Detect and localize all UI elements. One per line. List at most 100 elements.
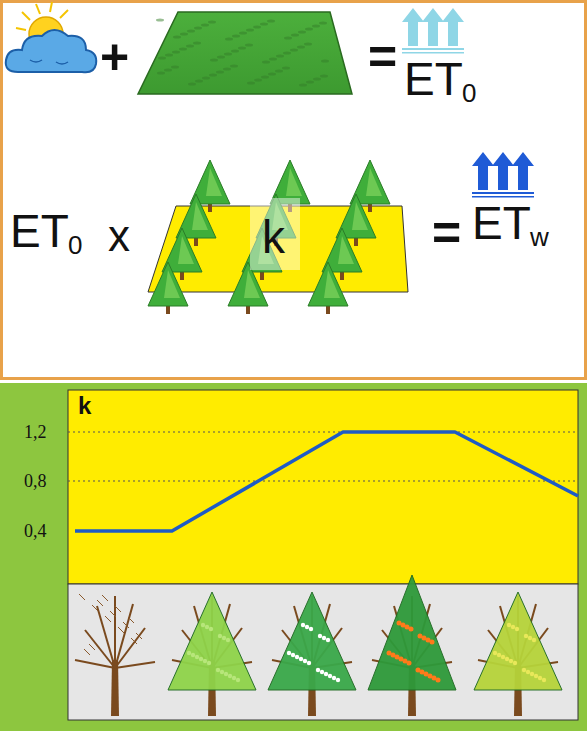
foliage-dot — [299, 657, 303, 661]
foliage-dot — [232, 676, 236, 680]
subscript: 0 — [68, 232, 82, 258]
foliage-dot — [501, 655, 505, 659]
orchard-tree — [308, 262, 348, 314]
grass-tuft — [172, 51, 180, 54]
et-symbol: ET — [404, 56, 463, 102]
foliage-dot — [199, 657, 203, 661]
foliage-dot — [320, 670, 324, 674]
grass-texture — [156, 19, 329, 87]
axis-label: k — [78, 394, 91, 418]
grass-tuft — [290, 49, 298, 52]
grass-tuft — [179, 48, 187, 51]
grass-tuft — [232, 35, 240, 38]
foliage-dot — [497, 653, 501, 657]
grass-field — [138, 12, 352, 94]
grass-tuft — [187, 30, 195, 33]
grass-tuft — [306, 81, 314, 84]
foliage-dot — [526, 670, 530, 674]
foliage-dot — [418, 634, 423, 639]
grass-tuft — [158, 57, 166, 60]
orchard-tree — [148, 262, 188, 314]
grass-tuft — [247, 82, 255, 85]
grass-tuft — [253, 26, 261, 29]
subscript: 0 — [462, 80, 476, 106]
foliage-dot — [295, 655, 299, 659]
grass-tuft — [304, 43, 312, 46]
tree-stage — [474, 592, 562, 716]
grass-tuft — [246, 29, 254, 32]
grass-tuft — [208, 21, 216, 24]
et-symbol: ET — [472, 200, 531, 246]
foliage-dot — [332, 676, 336, 680]
foliage-dot — [318, 634, 322, 638]
foliage-dot — [218, 634, 222, 638]
grass-tuft — [298, 31, 306, 34]
foliage-dot — [515, 627, 519, 631]
grass-tuft — [209, 74, 217, 77]
grass-tuft — [186, 45, 194, 48]
grass-tuft — [239, 32, 247, 35]
foliage-dot — [322, 636, 326, 640]
grass-tuft — [201, 24, 209, 27]
k-curve — [75, 432, 578, 531]
foliage-dot — [532, 638, 536, 642]
foliage-dot — [236, 678, 240, 682]
foliage-dot — [530, 672, 534, 676]
foliage-dot — [207, 661, 211, 665]
grass-tuft — [224, 53, 232, 56]
grass-tuft — [194, 27, 202, 30]
foliage-dot — [542, 678, 546, 682]
foliage-dot — [538, 676, 542, 680]
grass-tuft — [173, 36, 181, 39]
tree-stage — [75, 594, 155, 716]
grass-tuft — [275, 70, 283, 73]
foliage-dot — [195, 655, 199, 659]
foliage-dot — [216, 668, 220, 672]
grass-tuft — [230, 65, 238, 68]
times-sign: x — [108, 214, 130, 258]
grass-tuft — [320, 75, 328, 78]
foliage-dot — [224, 672, 228, 676]
foliage-dot — [326, 638, 330, 642]
subscript: w — [530, 224, 549, 250]
foliage-dot — [203, 659, 207, 663]
grass-tuft — [282, 67, 290, 70]
grass-tuft — [267, 20, 275, 23]
grass-tuft — [231, 50, 239, 53]
grass-tuft — [283, 52, 291, 55]
equals-sign: = — [368, 32, 397, 82]
foliage-dot — [205, 625, 209, 629]
grass-tuft — [319, 22, 327, 25]
grass-tuft — [238, 47, 246, 50]
foliage-dot — [509, 659, 513, 663]
foliage-dot — [397, 621, 402, 626]
foliage-dot — [291, 653, 295, 657]
plus-sign: + — [100, 32, 129, 82]
grass-tuft — [193, 42, 201, 45]
chart-area — [68, 390, 578, 584]
foliage-dot — [303, 659, 307, 663]
tree-stage — [168, 592, 256, 716]
foliage-dot — [201, 623, 205, 627]
grass-tuft — [305, 28, 313, 31]
tick-value: 0,4 — [24, 522, 47, 540]
grass-tuft — [225, 38, 233, 41]
grass-tuft — [299, 84, 307, 87]
k-highlight — [250, 198, 300, 270]
tree-stages — [75, 575, 562, 716]
foliage-dot — [522, 668, 526, 672]
foliage-dot — [328, 674, 332, 678]
foliage-dot — [222, 636, 226, 640]
grass-tuft — [254, 79, 262, 82]
grass-tuft — [156, 19, 164, 22]
grass-tuft — [260, 23, 268, 26]
grass-tuft — [321, 60, 329, 63]
bottom-panel — [0, 383, 587, 731]
grass-tuft — [171, 66, 179, 69]
foliage-dot — [513, 661, 517, 665]
foliage-dot — [226, 638, 230, 642]
grass-tuft — [276, 55, 284, 58]
foliage-dot — [387, 651, 392, 656]
grass-tuft — [157, 72, 165, 75]
tree-stage — [368, 575, 456, 716]
